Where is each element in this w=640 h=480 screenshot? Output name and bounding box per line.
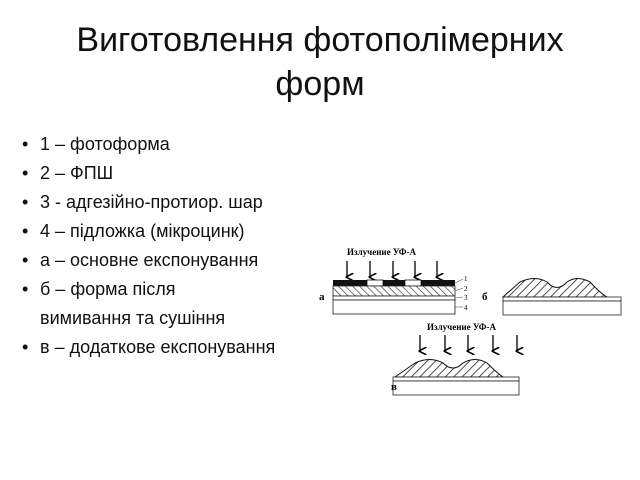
layer-num-1: 1	[464, 275, 468, 283]
list-item: • а – основне експонування	[22, 246, 275, 275]
list-item: • 3 - адгезійно-протиор. шар	[22, 188, 275, 217]
list-item-text: а – основне експонування	[40, 250, 259, 270]
layer-num-2: 2	[464, 285, 468, 293]
relief-profile-b	[501, 278, 609, 298]
list-item: • 1 – фотоформа	[22, 130, 275, 159]
layer-num-3: 3	[464, 294, 468, 302]
title-line-2: форм	[275, 65, 365, 103]
slide-title: Виготовлення фотополімерних форм	[40, 18, 600, 106]
list-item-continuation: вимивання та сушіння	[22, 304, 275, 333]
uv-arrows-v	[420, 335, 517, 351]
bullet-dot: •	[22, 279, 29, 299]
list-item-text: 3 - адгезійно-протиор. шар	[40, 192, 263, 212]
bullet-dot: •	[22, 221, 29, 241]
list-item-text: 1 – фотоформа	[40, 134, 170, 154]
list-item: • в – додаткове експонування	[22, 333, 275, 362]
list-item-text: в – додаткове експонування	[40, 337, 276, 357]
figure-a: Излучение УФ-А 1 2 3 4 а	[319, 247, 468, 315]
list-item: • 4 – підложка (мікроцинк)	[22, 217, 275, 246]
photopolymer-layer	[332, 285, 456, 297]
uv-label-a: Излучение УФ-А	[347, 247, 417, 257]
bullet-dot: •	[22, 163, 29, 183]
adhesive-layer	[332, 295, 456, 301]
bullet-dot: •	[22, 250, 29, 270]
list-item-text: вимивання та сушіння	[40, 308, 226, 328]
layer-num-4: 4	[464, 304, 468, 312]
bullet-dot: •	[22, 337, 29, 357]
label-v: в	[391, 381, 397, 393]
list-item-text: б – форма після	[40, 279, 176, 299]
figure-b: б	[482, 278, 622, 316]
figure-v: Излучение УФ-А в	[391, 322, 519, 396]
photopolymer-process-diagram: Излучение УФ-А 1 2 3 4 а	[319, 247, 622, 396]
list-item: • 2 – ФПШ	[22, 159, 275, 188]
uv-label-v: Излучение УФ-А	[427, 322, 497, 332]
label-b: б	[482, 291, 488, 303]
photoform-layer	[333, 280, 455, 286]
title-line-1: Виготовлення фотополімерних	[76, 21, 564, 59]
uv-arrows-a	[347, 261, 437, 277]
relief-profile-v	[393, 359, 505, 378]
bullet-dot: •	[22, 192, 29, 212]
bullet-dot: •	[22, 134, 29, 154]
list-item-text: 4 – підложка (мікроцинк)	[40, 221, 245, 241]
substrate-layer	[332, 299, 456, 315]
bullet-list: • 1 – фотоформа • 2 – ФПШ • 3 - адгезійно-п…	[22, 130, 275, 362]
label-a: а	[319, 291, 325, 303]
list-item: • б – форма після	[22, 275, 275, 304]
list-item-text: 2 – ФПШ	[40, 163, 114, 183]
